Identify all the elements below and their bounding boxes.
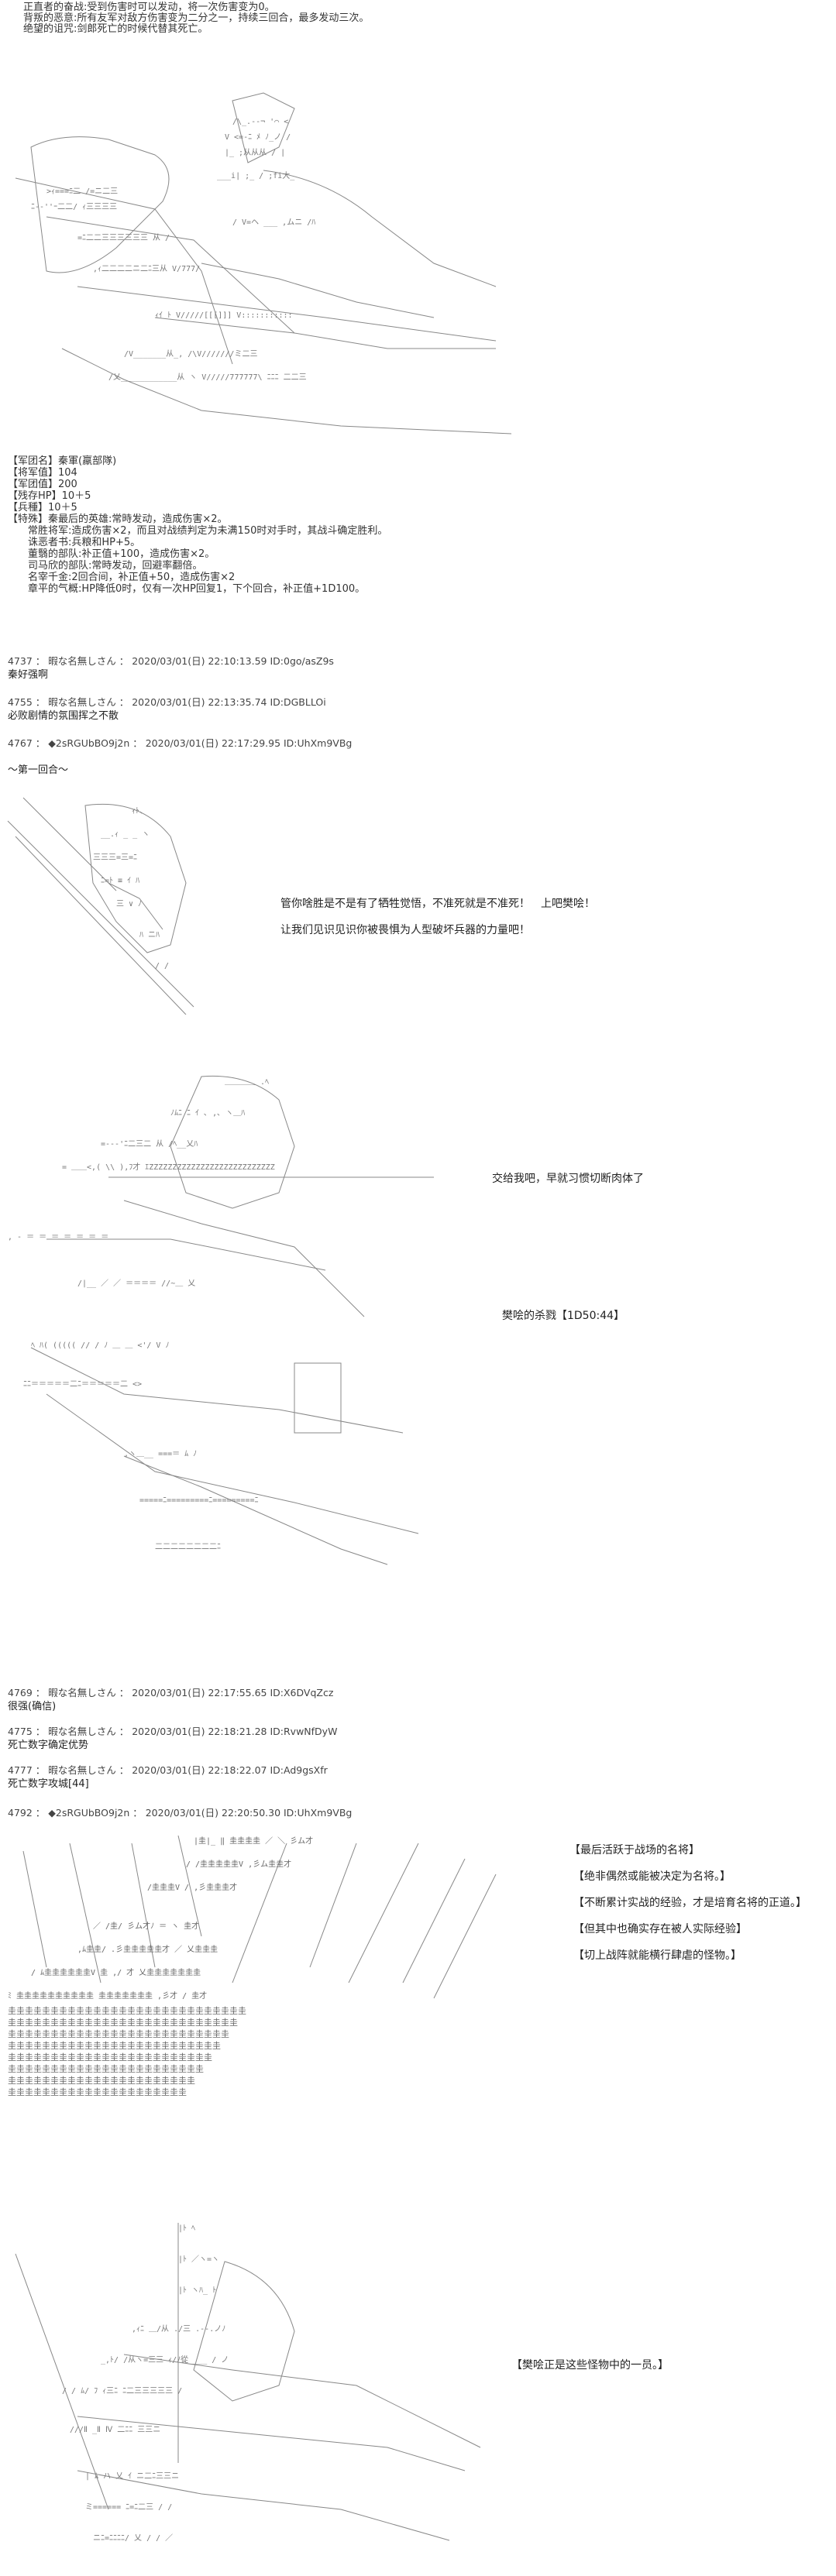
svg-text:/乂____________从 ヽ V/////777777: /乂____________从 ヽ V/////777777\ ﾆﾆﾆ 二二三	[108, 373, 307, 382]
svg-text:__.ｨ _ _ ヽ: __.ｨ _ _ ヽ	[101, 830, 150, 839]
svg-text:圭圭圭圭圭圭圭圭圭圭圭圭圭圭圭圭圭圭圭圭圭圭圭圭: 圭圭圭圭圭圭圭圭圭圭圭圭圭圭圭圭圭圭圭圭圭圭圭圭	[8, 2052, 212, 2063]
unit-line: 【将军值】104	[8, 467, 77, 479]
svg-text:/ ﾑ圭圭圭圭圭圭V 圭 ,/ 才 乂圭圭圭圭圭圭圭: / ﾑ圭圭圭圭圭圭V 圭 ,/ 才 乂圭圭圭圭圭圭圭	[31, 1967, 201, 1977]
svg-text:|ﾄ ヽﾊ_ ﾄ: |ﾄ ヽﾊ_ ﾄ	[178, 2286, 216, 2295]
svg-text:＿＿＿＿ .ﾍ: ＿＿＿＿ .ﾍ	[225, 1078, 269, 1087]
svg-text:| ﾑ ハ 乂 ｲ ニ二ﾆ三三ニ: | ﾑ ハ 乂 ｲ ニ二ﾆ三三ニ	[85, 2472, 179, 2481]
svg-text:,ｨ二二二二ニ二ﾆ三从 V/777/: ,ｨ二二二二ニ二ﾆ三从 V/777/	[93, 265, 200, 273]
svg-text:圭圭圭圭圭圭圭圭圭圭圭圭圭圭圭圭圭圭圭圭圭圭圭圭圭: 圭圭圭圭圭圭圭圭圭圭圭圭圭圭圭圭圭圭圭圭圭圭圭圭圭	[8, 2041, 221, 2051]
svg-text:,ｨﾆ ＿/从 ./三 .--.ノﾉ: ,ｨﾆ ＿/从 ./三 .--.ノﾉ	[132, 2325, 225, 2334]
unit-line: 【特殊】秦最后的英雄:常時发动，造成伤害×2。	[8, 513, 228, 525]
ascii-art-army-wave: |圭|_ ‖ 圭圭圭圭 ／ ＼ 彡ム才 / /圭圭圭圭圭V ,彡ム圭圭才 /圭圭…	[8, 1835, 497, 2097]
svg-text:三 ∨ ﾉ: 三 ∨ ﾉ	[116, 900, 142, 908]
post-header: 4755 ： 暇な名無しさん ： 2020/03/01(日) 22:13:35.…	[8, 696, 326, 708]
post-body: 必败剧情的氛围挥之不散	[8, 710, 119, 722]
svg-text:///Ⅱ _Ⅱ Ⅳ 二ﾆﾆ 三三ニ: ///Ⅱ _Ⅱ Ⅳ 二ﾆﾆ 三三ニ	[70, 2426, 160, 2434]
svg-text:ミ====== ﾆ=ﾆ二三 / /: ミ====== ﾆ=ﾆ二三 / /	[85, 2503, 172, 2512]
svg-text:/ /圭圭圭圭圭V ,彡ム圭圭才: / /圭圭圭圭圭V ,彡ム圭圭才	[186, 1859, 291, 1869]
svg-text:ﾆ=ﾄ ≡ ｲ ﾊ: ﾆ=ﾄ ≡ ｲ ﾊ	[101, 877, 139, 885]
attack-label: 樊哙的杀戮【1D50:44】	[502, 1310, 625, 1322]
svg-text:圭圭圭圭圭圭圭圭圭圭圭圭圭圭圭圭圭圭圭圭圭: 圭圭圭圭圭圭圭圭圭圭圭圭圭圭圭圭圭圭圭圭圭	[8, 2087, 187, 2097]
svg-text:_,ﾄ/ /从ヽ=三三 ｨ/ﾉ從____ / ノ: _,ﾄ/ /从ヽ=三三 ｨ/ﾉ從____ / ノ	[101, 2354, 229, 2365]
svg-text:>ｨ===ﾆ二 /=ニ二三: >ｨ===ﾆ二 /=ニ二三	[46, 187, 118, 196]
post-body: 死亡数字确定优势	[8, 1740, 89, 1751]
svg-text:/\_.--¬ '⌒ <: /\_.--¬ '⌒ <	[232, 118, 288, 126]
ascii-art-final-warrior: |ﾄ ﾍ |ﾄ ／ヽ=ヽ |ﾄ ヽﾊ_ ﾄ ,ｨﾆ ＿/从 ./三 .--.ノﾉ…	[15, 2223, 481, 2543]
svg-text:|_ ;从从从 / |: |_ ;从从从 / |	[225, 149, 285, 157]
svg-text:圭圭圭圭圭圭圭圭圭圭圭圭圭圭圭圭圭圭圭圭圭圭: 圭圭圭圭圭圭圭圭圭圭圭圭圭圭圭圭圭圭圭圭圭圭	[8, 2076, 195, 2086]
unit-line: 章平的气概:HP降低0时，仅有一次HP回复1，下个回合，补正值+1D100。	[8, 583, 366, 595]
svg-text:|ﾄ ﾍ: |ﾄ ﾍ	[178, 2224, 195, 2233]
svg-text:ﾆﾆ＝＝＝＝＝二ﾆ＝＝＝＝＝二 <>: ﾆﾆ＝＝＝＝＝二ﾆ＝＝＝＝＝二 <>	[23, 1380, 142, 1389]
svg-text:= ＿＿<,( \\ ),ﾌ才 ｴZZZZZZZZZZZZZ: = ＿＿<,( \\ ),ﾌ才 ｴZZZZZZZZZZZZZZZZZZZZZZZ…	[62, 1162, 275, 1172]
svg-text:二二二二二二二二ﾆ: 二二二二二二二二ﾆ	[155, 1543, 221, 1551]
bracket-line: 【不断累计实战的经验，才是培育名将的正道。】	[573, 1897, 807, 1909]
svg-text:ﾆ-‐''ｰ二二/ ｨ三三三三: ﾆ-‐''ｰ二二/ ｨ三三三三	[31, 203, 117, 211]
unit-line: 常胜将军:造成伤害×2，而且对战绩判定为未满150时对手时，其战斗确定胜利。	[8, 525, 388, 537]
ascii-art-warrior: /\_.--¬ '⌒ < V <=-ﾆ ﾒ ﾉ_ノ / |_ ;从从从 / | …	[15, 92, 512, 434]
post-header: 4792 ： ◆2sRGUbBO9j2n ： 2020/03/01(日) 22:…	[8, 1807, 353, 1819]
bracket-line: 【樊哙正是这些怪物中的一员。】	[511, 2359, 669, 2372]
unit-line: 司马欣的部队:常時发动，回避率翻倍。	[8, 560, 203, 572]
svg-text:／ /圭/ 彡ム才ﾉ ＝ ヽ 圭才: ／ /圭/ 彡ム才ﾉ ＝ ヽ 圭才	[93, 1921, 199, 1931]
unit-line: 【军团值】200	[8, 479, 77, 490]
speech-line: 管你啥胜是不是有了牺牲觉悟，不准死就是不准死！ 上吧樊哙！	[280, 898, 595, 910]
post-body: 很强(确信)	[8, 1701, 57, 1712]
svg-text:圭圭圭圭圭圭圭圭圭圭圭圭圭圭圭圭圭圭圭圭圭圭圭圭圭圭圭: 圭圭圭圭圭圭圭圭圭圭圭圭圭圭圭圭圭圭圭圭圭圭圭圭圭圭圭	[8, 2018, 238, 2028]
top-line: 绝望的诅咒:剑郎死亡的时候代替其死亡。	[23, 23, 208, 35]
svg-text:三三三=三=ﾆ: 三三三=三=ﾆ	[93, 854, 137, 862]
ascii-art-fan-kuai: ＿＿＿＿ .ﾍ ﾉﾑﾆ ﾆ ｲ ､ ,､ ヽ＿ﾊ =‐--'ﾆ二三二 从 /ﾍ_…	[8, 1075, 434, 1565]
unit-line: 名宰千金:2回合间，补正值+50，造成伤害×2	[8, 572, 236, 583]
svg-text:|ﾄ ／ヽ=ヽ: |ﾄ ／ヽ=ヽ	[178, 2255, 219, 2264]
svg-text:ﾊ ニﾊ: ﾊ ニﾊ	[139, 931, 160, 939]
post-header: 4769 ： 暇な名無しさん ： 2020/03/01(日) 22:17:55.…	[8, 1687, 334, 1698]
svg-text:V <=-ﾆ ﾒ ﾉ_ノ /: V <=-ﾆ ﾒ ﾉ_ノ /	[225, 133, 291, 142]
post-body: 秦好强啊	[8, 669, 49, 681]
bracket-line: 【最后活跃于战场的名将】	[569, 1844, 700, 1856]
top-line: 正直者的奋战:受到伤害时可以发动，将一次伤害变为0。	[23, 2, 275, 13]
svg-text:圭圭圭圭圭圭圭圭圭圭圭圭圭圭圭圭圭圭圭圭圭圭圭圭圭圭: 圭圭圭圭圭圭圭圭圭圭圭圭圭圭圭圭圭圭圭圭圭圭圭圭圭圭	[8, 2029, 229, 2039]
svg-text:/|__ ／ ／ ＝＝＝＝ //~＿ 乂: /|__ ／ ／ ＝＝＝＝ //~＿ 乂	[77, 1279, 195, 1288]
post-header: 4767 ： ◆2sRGUbBO9j2n ： 2020/03/01(日) 22:…	[8, 737, 353, 749]
bracket-line: 【切上战阵就能横行肆虐的怪物。】	[573, 1949, 741, 1962]
svg-text:|圭|_ ‖ 圭圭圭圭 ／ ＼ 彡ム才: |圭|_ ‖ 圭圭圭圭 ／ ＼ 彡ム才	[194, 1836, 313, 1846]
unit-line: 【兵種】10＋5	[8, 502, 77, 513]
svg-text:ﾐ 圭圭圭圭圭圭圭圭圭圭 圭圭圭圭圭圭圭 ,彡才 / 圭才: ﾐ 圭圭圭圭圭圭圭圭圭圭 圭圭圭圭圭圭圭 ,彡才 / 圭才	[8, 1990, 207, 2001]
svg-text:/ / ﾑ/ ﾌ ｨ三ﾆ ﾆ二三三三三三 /: / / ﾑ/ ﾌ ｨ三ﾆ ﾆ二三三三三三 /	[62, 2387, 182, 2396]
post-body: 死亡数字攻城[44]	[8, 1778, 89, 1790]
svg-text:ニﾆ=ﾆﾆﾆﾆ/ 乂 / / ／: ニﾆ=ﾆﾆﾆﾆ/ 乂 / / ／	[93, 2533, 173, 2543]
svg-text:,ヽ＿__ ===＝ ﾑ ﾉ: ,ヽ＿__ ===＝ ﾑ ﾉ	[124, 1450, 197, 1458]
unit-line: 诛恶者书:兵粮和HP+5。	[8, 537, 141, 548]
svg-text:,ﾑ圭圭/ .彡圭圭圭圭圭才 ／ 乂圭圭圭: ,ﾑ圭圭/ .彡圭圭圭圭圭才 ／ 乂圭圭圭	[77, 1944, 218, 1954]
svg-text:/V_______从_, /\V///////ミ二三: /V_______从_, /\V///////ミ二三	[124, 350, 257, 359]
round-label: ～第一回合～	[8, 764, 69, 776]
ascii-art-commander: ｨﾄ、 __.ｨ _ _ ヽ 三三三=三=ﾆ ﾆ=ﾄ ≡ ｲ ﾊ 三 ∨ ﾉ ﾊ…	[7, 797, 194, 1015]
unit-line: 【残存HP】10＋5	[8, 490, 91, 502]
svg-text:=====ﾆ=========ﾆ=========ﾆ: =====ﾆ=========ﾆ=========ﾆ	[139, 1496, 258, 1505]
post-header: 4775 ： 暇な名無しさん ： 2020/03/01(日) 22:18:21.…	[8, 1726, 338, 1737]
speech-line: 让我们见识见识你被畏惧为人型破坏兵器的力量吧！	[280, 924, 530, 936]
svg-text:=‐--'ﾆ二三二 从 /ﾍ__乂ﾊ: =‐--'ﾆ二三二 从 /ﾍ__乂ﾊ	[101, 1140, 198, 1149]
svg-text:圭圭圭圭圭圭圭圭圭圭圭圭圭圭圭圭圭圭圭圭圭圭圭圭圭圭圭圭: 圭圭圭圭圭圭圭圭圭圭圭圭圭圭圭圭圭圭圭圭圭圭圭圭圭圭圭圭	[8, 2006, 246, 2016]
svg-text:ﾉﾑﾆ ﾆ ｲ ､ ,､ ヽ＿ﾊ: ﾉﾑﾆ ﾆ ｲ ､ ,､ ヽ＿ﾊ	[170, 1109, 245, 1118]
svg-text:ｨﾄ、: ｨﾄ、	[132, 807, 147, 816]
svg-text:ｨｲ ﾄ V/////[[[]]] V:::::::::::: ｨｲ ﾄ V/////[[[]]] V:::::::::::	[155, 311, 293, 320]
svg-text:=ﾆ二二三三三三三三 从 /: =ﾆ二二三三三三三三 从 /	[77, 234, 170, 242]
svg-text:ﾍ ﾊ( ((((( // / ﾉ ＿ ＿ <'/ V ﾉ: ﾍ ﾊ( ((((( // / ﾉ ＿ ＿ <'/ V ﾉ	[31, 1341, 169, 1350]
svg-text:/ V=ヘ ___ ,ムニ /ﾊ: / V=ヘ ___ ,ムニ /ﾊ	[232, 218, 315, 227]
bracket-line: 【绝非偶然或能被决定为名将。】	[573, 1870, 731, 1883]
svg-text:/ /: / /	[155, 962, 169, 970]
svg-text:___i| ;_ / ;fi大_: ___i| ;_ / ;fi大_	[217, 170, 295, 180]
svg-text:, ‐ ＝ ＝ ＝ ＝ ＝ ＝ ＝: , ‐ ＝ ＝ ＝ ＝ ＝ ＝ ＝	[8, 1233, 108, 1242]
unit-line: 【军团名】秦軍(羸部隊)	[8, 455, 117, 467]
unit-line: 董翳的部队:补正值+100，造成伤害×2。	[8, 548, 215, 560]
svg-text:圭圭圭圭圭圭圭圭圭圭圭圭圭圭圭圭圭圭圭圭圭圭圭: 圭圭圭圭圭圭圭圭圭圭圭圭圭圭圭圭圭圭圭圭圭圭圭	[8, 2064, 204, 2074]
top-line: 背叛的恶意:所有友军对敌方伤害变为二分之一，持续三回合，最多发动三次。	[23, 12, 370, 24]
svg-text:/圭圭圭V / ,彡圭圭圭才: /圭圭圭V / ,彡圭圭圭才	[147, 1882, 237, 1892]
bracket-line: 【但其中也确实存在被人实际经验】	[573, 1923, 747, 1935]
speech-line: 交给我吧，早就习惯切断肉体了	[492, 1173, 644, 1185]
post-header: 4737 ： 暇な名無しさん ： 2020/03/01(日) 22:10:13.…	[8, 655, 334, 667]
post-header: 4777 ： 暇な名無しさん ： 2020/03/01(日) 22:18:22.…	[8, 1764, 328, 1776]
